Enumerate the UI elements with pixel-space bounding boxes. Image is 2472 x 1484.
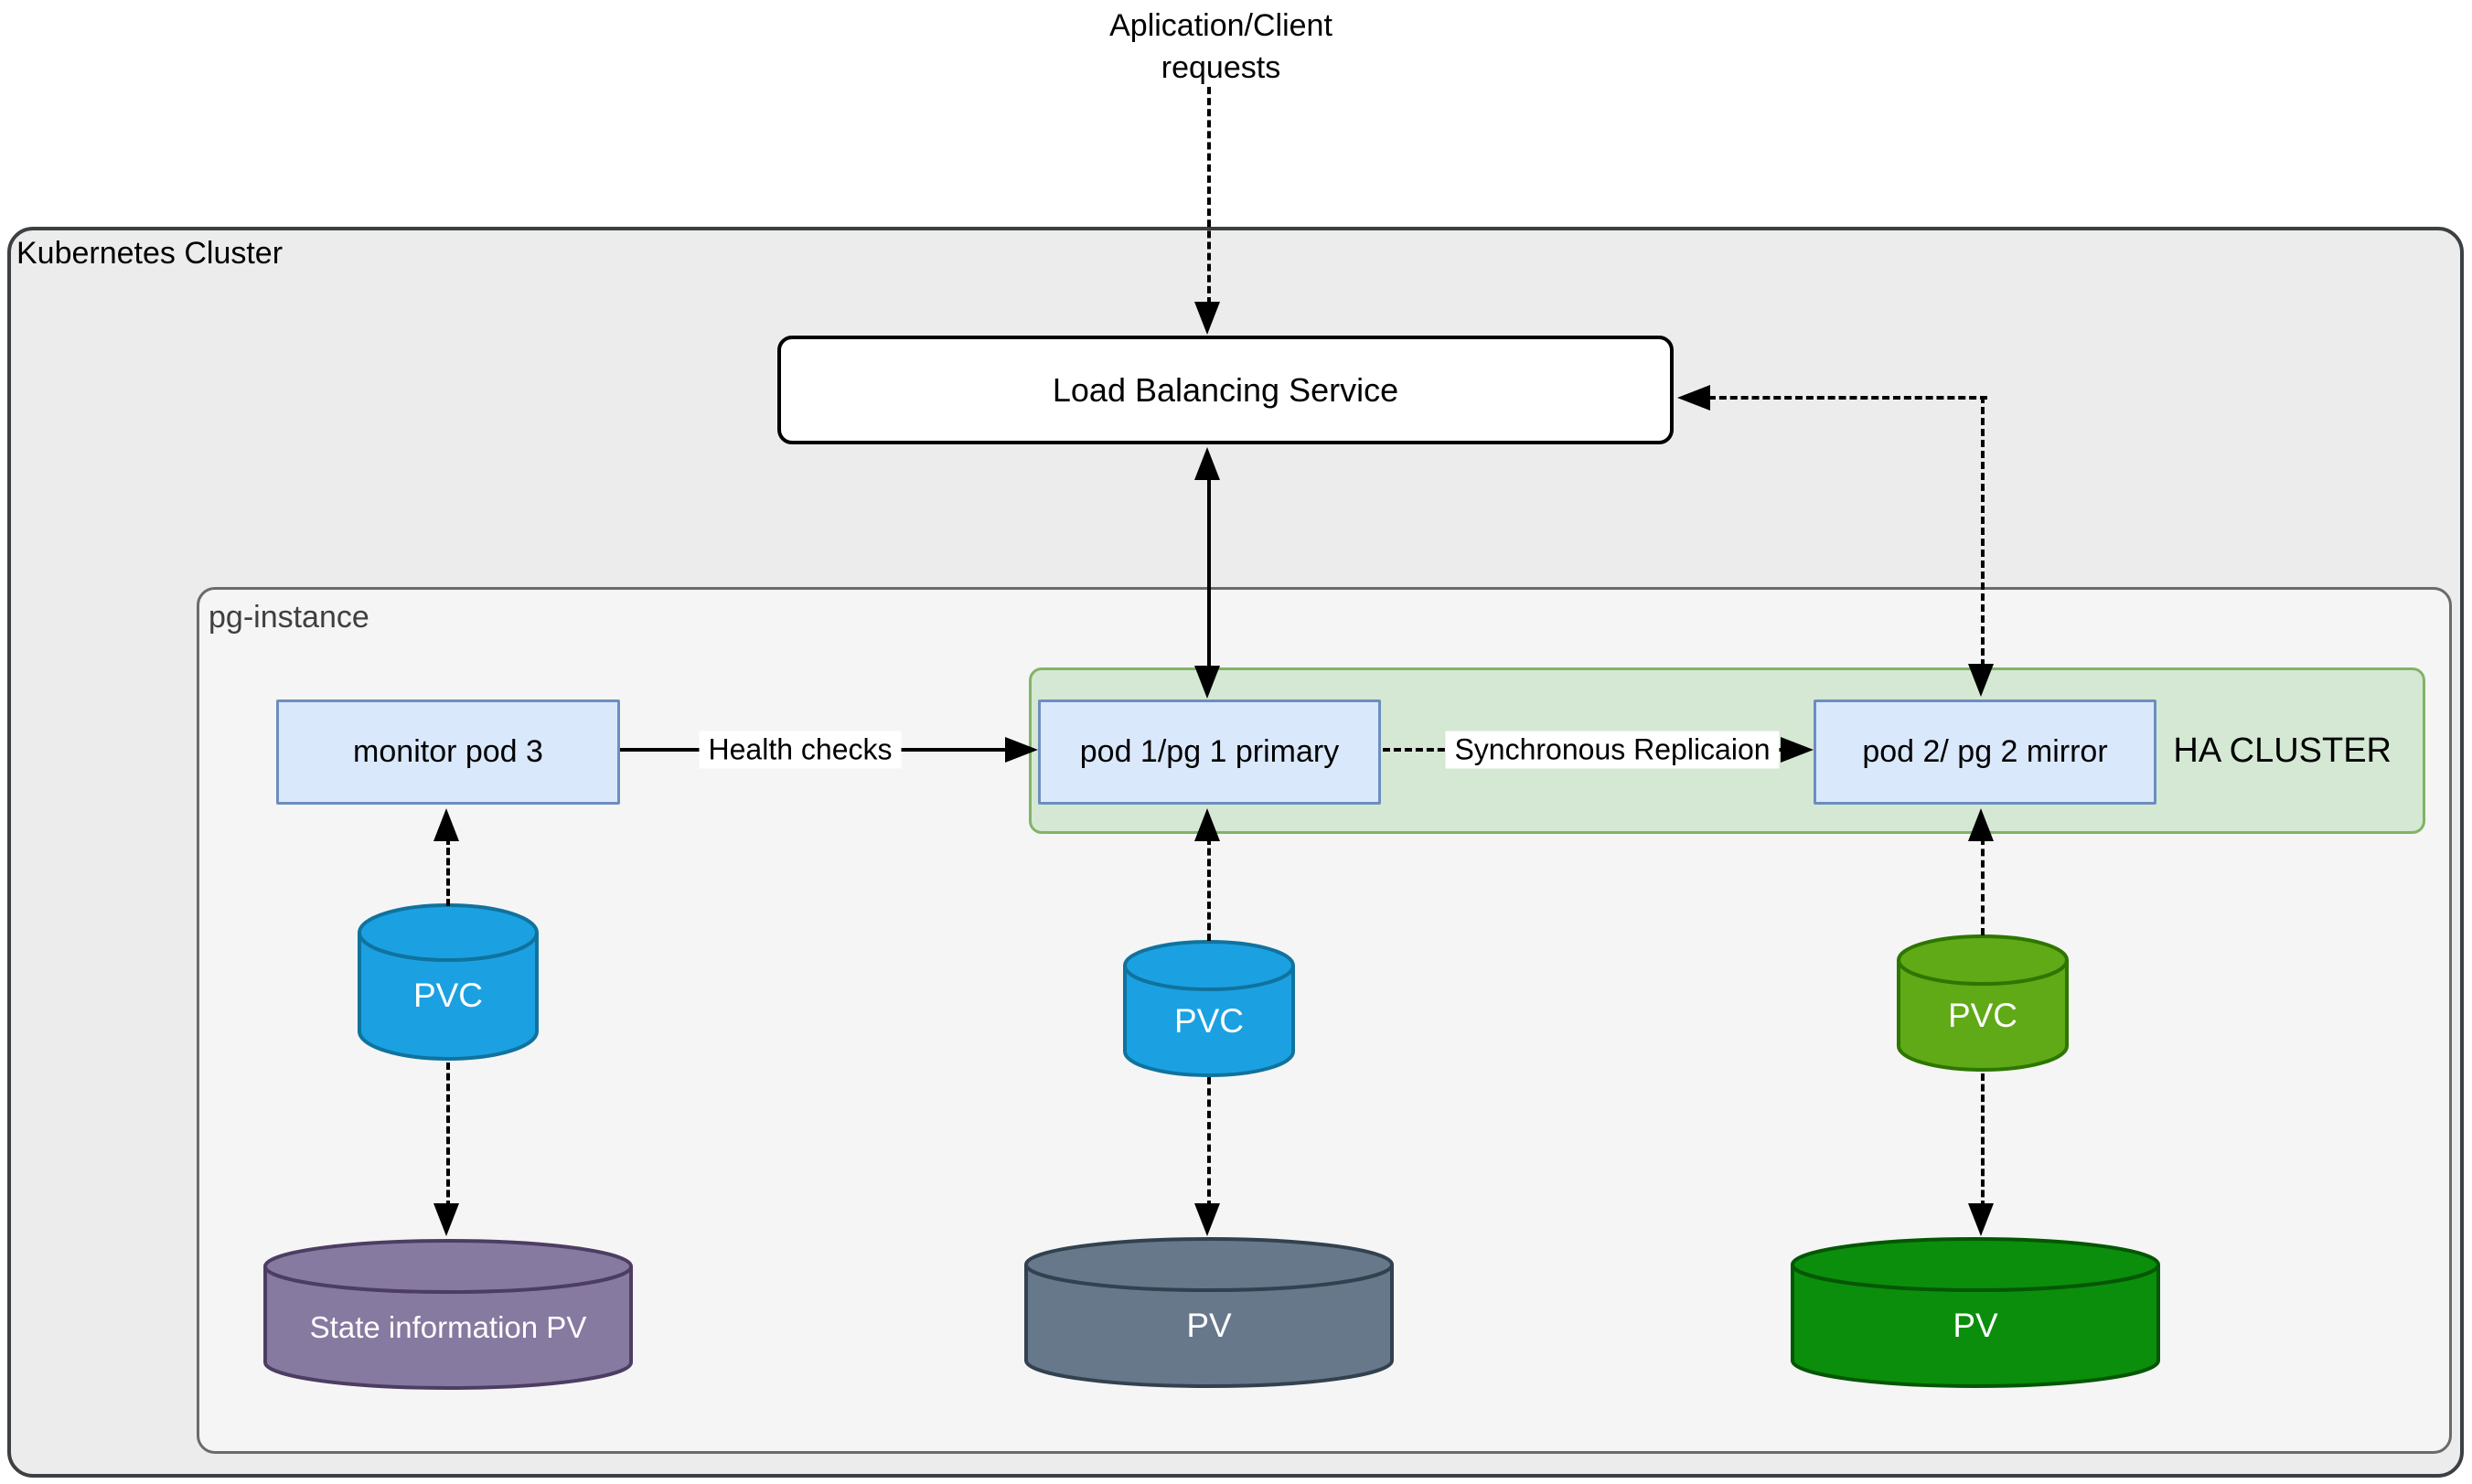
- arrowhead-into-pv-primary-icon: [1194, 1203, 1220, 1236]
- edge-client-to-lb: [1207, 87, 1211, 304]
- pv-primary-label: PV: [1186, 1307, 1232, 1345]
- cylinder-shape-icon: [263, 1239, 633, 1390]
- arrowhead-into-lb-bottom-icon: [1194, 447, 1220, 480]
- pv-mirror-label: PV: [1953, 1307, 1998, 1345]
- edge-pod1-pvc: [1207, 838, 1211, 941]
- arrowhead-health-checks-icon: [1005, 737, 1038, 763]
- edge-pvc-pv-mirror: [1981, 1073, 1985, 1208]
- edge-pvc-pv-primary: [1207, 1077, 1211, 1208]
- pvc-monitor-label: PVC: [412, 977, 484, 1015]
- pod2-mirror-label: pod 2/ pg 2 mirror: [1862, 734, 2108, 769]
- arrowhead-into-pv-mirror-icon: [1968, 1203, 1994, 1236]
- ha-cluster-label: HA CLUSTER: [2173, 731, 2392, 770]
- pv-primary-cylinder: PV: [1024, 1237, 1394, 1388]
- edge-lb-pod1: [1207, 475, 1211, 669]
- edge-monitor-pvc: [446, 838, 450, 906]
- pg-instance-label: pg-instance: [209, 600, 369, 635]
- arrowhead-into-monitor-bottom-icon: [433, 808, 459, 841]
- pvc-primary-label: PVC: [1173, 1001, 1245, 1040]
- pvc-mirror-cylinder: PVC: [1896, 934, 2070, 1072]
- pvc-mirror-label: PVC: [1947, 996, 2018, 1034]
- pod1-primary-label: pod 1/pg 1 primary: [1079, 734, 1340, 769]
- cylinder-shape-icon: [1897, 934, 2069, 1072]
- client-requests-line1: Aplication/Client: [1109, 8, 1332, 43]
- edge-pod2-pvc: [1981, 838, 1985, 935]
- arrowhead-into-pod1-bottom-icon: [1194, 808, 1220, 841]
- cylinder-shape-icon: [1123, 940, 1295, 1077]
- arrowhead-into-pod1-top-icon: [1194, 666, 1220, 699]
- pvc-monitor-cylinder: PVC: [357, 903, 540, 1061]
- kubernetes-cluster-label: Kubernetes Cluster: [16, 236, 284, 271]
- cylinder-shape-icon: [1024, 1237, 1394, 1388]
- pv-state-label: State information PV: [309, 1310, 587, 1345]
- load-balancing-service-node: Load Balancing Service: [777, 336, 1674, 444]
- client-requests-label: Aplication/Client requests: [1109, 5, 1332, 90]
- health-checks-label: Health checks: [699, 731, 902, 769]
- edge-lb-pod2-vertical: [1981, 396, 1985, 667]
- arrowhead-into-statepv-icon: [433, 1203, 459, 1236]
- pod2-mirror-node: pod 2/ pg 2 mirror: [1814, 699, 2156, 805]
- monitor-pod-label: monitor pod 3: [353, 734, 543, 769]
- arrowhead-sync-replication-icon: [1781, 737, 1814, 763]
- arrowhead-into-lb-top-icon: [1194, 302, 1220, 335]
- load-balancing-service-label: Load Balancing Service: [1052, 370, 1399, 409]
- edge-lb-pod2-horizontal: [1708, 396, 1987, 400]
- arrowhead-into-lb-right-icon: [1677, 385, 1710, 411]
- arrowhead-into-pod2-bottom-icon: [1968, 808, 1994, 841]
- pod1-primary-node: pod 1/pg 1 primary: [1038, 699, 1381, 805]
- sync-replication-label: Synchronous Replicaion: [1445, 731, 1780, 769]
- monitor-pod-node: monitor pod 3: [276, 699, 620, 805]
- pv-mirror-cylinder: PV: [1791, 1237, 2160, 1388]
- client-requests-line2: requests: [1161, 49, 1281, 85]
- arrowhead-into-pod2-top-icon: [1968, 664, 1994, 697]
- pvc-primary-cylinder: PVC: [1122, 940, 1296, 1077]
- cylinder-shape-icon: [358, 903, 539, 1061]
- pv-state-cylinder: State information PV: [263, 1239, 633, 1390]
- edge-pvc-statepv: [446, 1062, 450, 1208]
- cylinder-shape-icon: [1791, 1237, 2160, 1388]
